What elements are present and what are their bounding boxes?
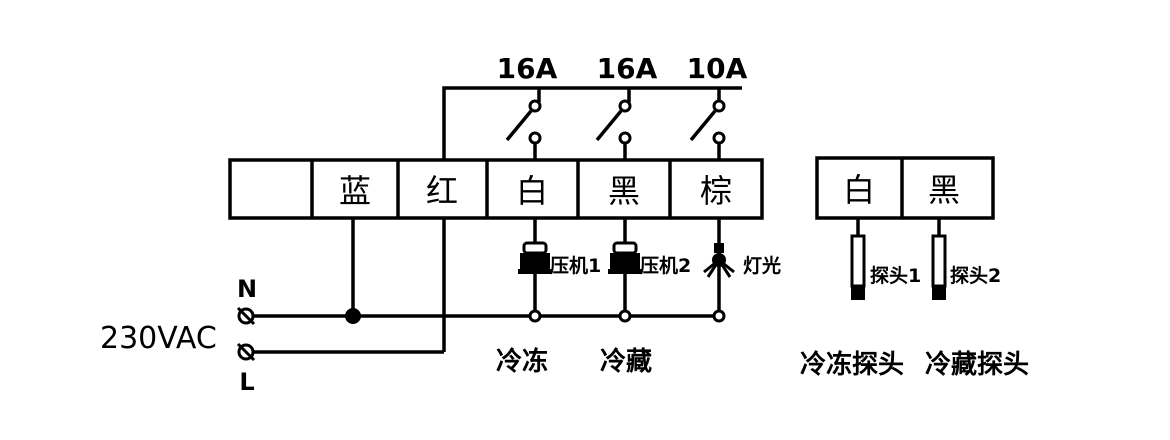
rating-relay-3: 10A: [687, 52, 748, 85]
caption-freeze-probe: 冷冻探头: [800, 349, 904, 380]
supply-voltage-label: 230VAC: [100, 321, 217, 356]
light-label: 灯光: [743, 254, 781, 277]
rating-relay-2: 16A: [597, 52, 658, 85]
terminal-block: [228, 158, 764, 220]
compressor-1-label: 压机1: [550, 255, 601, 277]
compressor-icon: [518, 241, 552, 274]
caption-chill: 冷藏: [600, 346, 652, 377]
rating-relay-1: 16A: [497, 52, 558, 85]
probe-terminal-white: 白: [843, 171, 875, 209]
caption-freeze: 冷冻: [496, 346, 548, 377]
neutral-terminal-icon: [236, 306, 256, 326]
terminal-brown: 棕: [700, 172, 732, 210]
compressor-2-label: 压机2: [640, 255, 691, 277]
relay-contact-2: [595, 99, 632, 160]
load-node-1: [528, 309, 542, 323]
terminal-black: 黑: [608, 172, 640, 210]
caption-chill-probe: 冷藏探头: [925, 349, 1029, 380]
relay-contact-3: [689, 99, 726, 160]
neutral-label: N: [237, 275, 257, 303]
relay-contact-1: [505, 99, 542, 160]
terminal-red: 红: [426, 172, 458, 210]
probe-1-label: 探头1: [870, 265, 921, 287]
light-bulb-icon: [703, 243, 735, 280]
temperature-probe-icon: [850, 218, 866, 300]
probe-terminal-block: [815, 156, 995, 220]
load-node-2: [618, 309, 632, 323]
probe-terminal-black: 黑: [928, 171, 960, 209]
relay-common-bus: [442, 86, 742, 160]
compressor-icon: [608, 241, 642, 274]
line-label: L: [239, 368, 254, 396]
terminal-white: 白: [516, 172, 548, 210]
temperature-probe-icon: [931, 218, 947, 300]
load-node-3: [712, 309, 726, 323]
probe-2-label: 探头2: [950, 265, 1001, 287]
supply-wiring: [248, 218, 721, 354]
terminal-blue: 蓝: [339, 172, 371, 210]
line-terminal-icon: [236, 342, 256, 362]
